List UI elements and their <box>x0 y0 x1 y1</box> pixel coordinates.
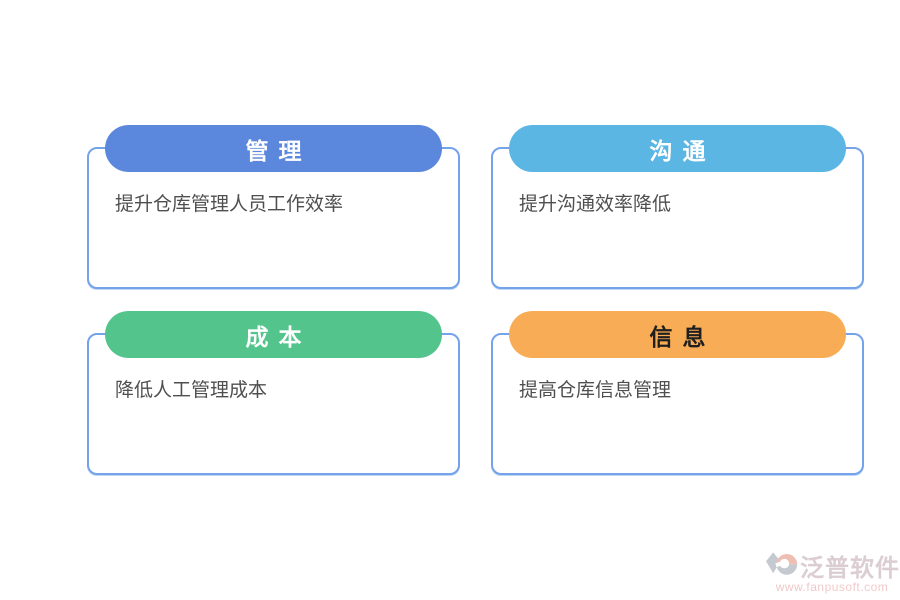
card-information: 信息 提高仓库信息管理 <box>491 311 864 475</box>
card-communication-header: 沟通 <box>509 125 846 172</box>
card-communication-body: 提升沟通效率降低 <box>519 194 672 215</box>
card-management: 管理 提升仓库管理人员工作效率 <box>87 125 460 289</box>
card-management-header: 管理 <box>105 125 442 172</box>
card-information-header: 信息 <box>509 311 846 358</box>
card-communication: 沟通 提升沟通效率降低 <box>491 125 864 289</box>
card-cost: 成本 降低人工管理成本 <box>87 311 460 475</box>
fanpu-brand-text: 泛普软件 <box>800 555 900 582</box>
card-information-body: 提高仓库信息管理 <box>519 380 672 401</box>
fanpu-url-text: www.fanpusoft.com <box>775 580 889 594</box>
fanpu-watermark: 泛普软件 www.fanpusoft.com <box>766 548 900 594</box>
fanpu-logo-icon <box>766 551 798 575</box>
card-management-body: 提升仓库管理人员工作效率 <box>115 194 344 215</box>
card-cost-body: 降低人工管理成本 <box>115 380 268 401</box>
card-cost-header: 成本 <box>105 311 442 358</box>
